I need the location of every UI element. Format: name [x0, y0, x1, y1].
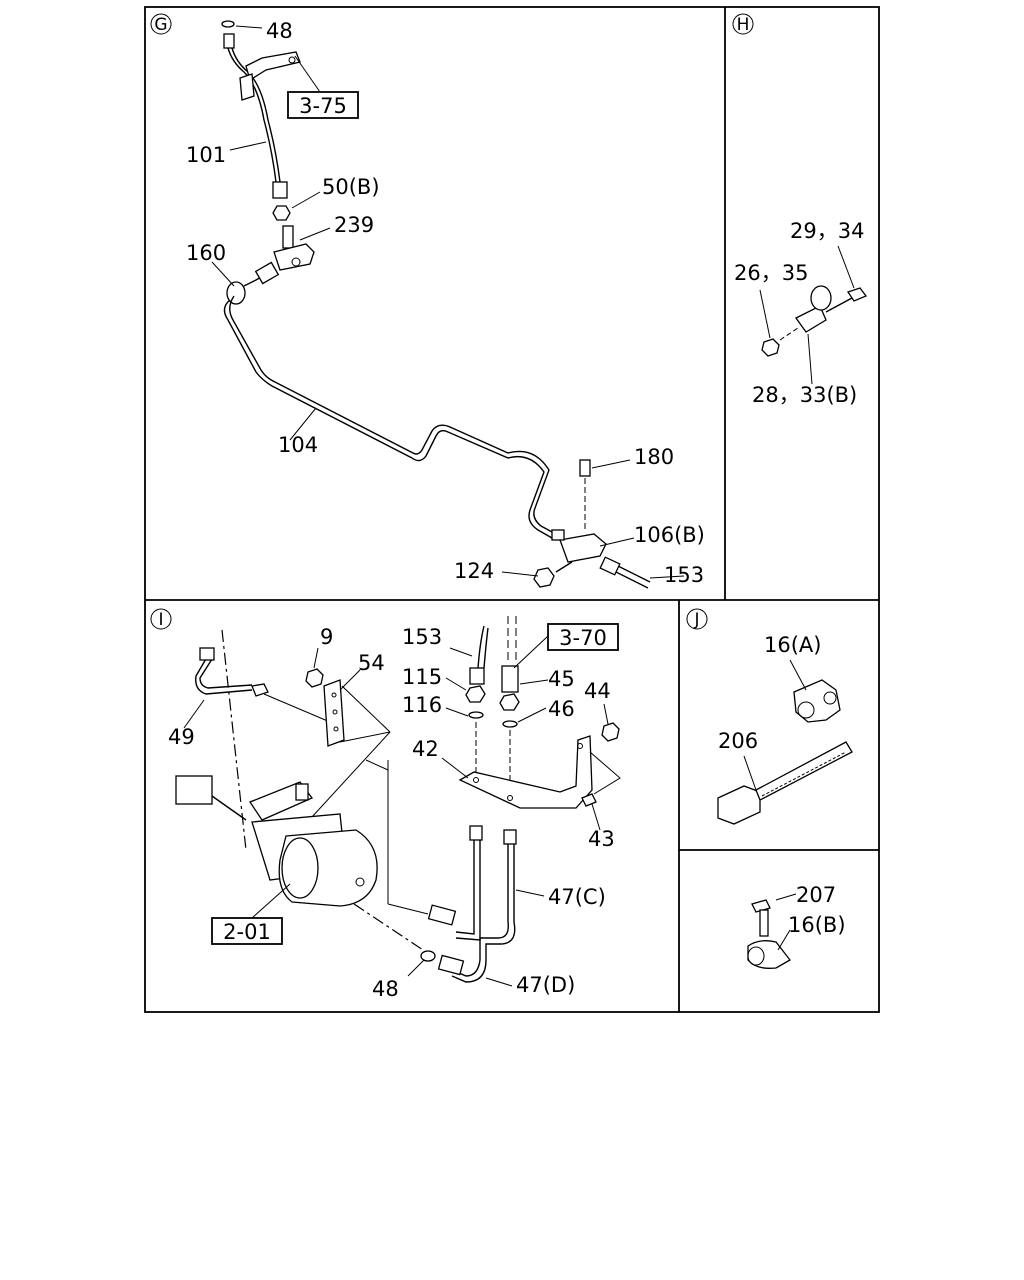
ref-box-2-01	[211, 917, 283, 945]
callout-160: 160	[186, 241, 226, 265]
callout-115: 115	[402, 665, 442, 689]
section-i-leaders	[183, 635, 609, 987]
callout-16b: 16(B)	[788, 913, 846, 937]
callout-54: 54	[358, 651, 385, 675]
callout-26-35: 26，35	[734, 261, 808, 285]
callout-239: 239	[334, 213, 374, 237]
nut-50b-part	[272, 205, 291, 221]
callout-153-i: 153	[402, 625, 442, 649]
nut-9-part	[305, 668, 324, 688]
callout-46: 46	[548, 697, 575, 721]
section-h-drawing	[759, 245, 868, 385]
callout-207: 207	[796, 883, 836, 907]
callout-47d: 47(D)	[516, 973, 575, 997]
callout-124: 124	[454, 559, 494, 583]
tee-106b-part	[559, 533, 607, 563]
clip-16b-part	[747, 940, 791, 969]
callout-9: 9	[320, 625, 333, 649]
ref-box-3-75	[287, 91, 359, 119]
ref-label-2-01: 2-01	[223, 920, 271, 944]
svg-text:G: G	[154, 15, 167, 35]
nut-26-35-part	[761, 338, 780, 357]
nut-124-part	[533, 567, 555, 588]
callout-42: 42	[412, 737, 439, 761]
union-45-part	[501, 665, 519, 693]
svg-text:H: H	[737, 15, 750, 35]
section-j-drawing	[717, 659, 853, 969]
clip-16a-part	[793, 679, 841, 723]
cable-tie-206-part	[717, 785, 761, 825]
washer-46-part	[502, 720, 518, 728]
bracket-42-part	[458, 735, 593, 809]
bolt-43-part	[581, 793, 597, 807]
callout-206: 206	[718, 729, 758, 753]
section-i-drawing	[175, 616, 621, 983]
section-marker-g: G	[150, 13, 172, 35]
section-g-drawing	[221, 20, 651, 589]
section-marker-h: H	[732, 13, 754, 35]
callout-101: 101	[186, 143, 226, 167]
callout-16a: 16(A)	[764, 633, 821, 657]
bolt-29-34-part	[846, 287, 868, 302]
washer-116-part	[468, 711, 484, 719]
callout-47c: 47(C)	[548, 885, 606, 909]
callout-116: 116	[402, 693, 442, 717]
washer-48-part	[221, 20, 235, 28]
svg-text:J: J	[693, 610, 699, 630]
callout-104: 104	[278, 433, 318, 457]
section-marker-i: I	[150, 608, 172, 630]
callout-153-g: 153	[664, 563, 704, 587]
hose-bracket-part	[245, 51, 301, 82]
bracket-54-part	[323, 679, 345, 747]
callout-43: 43	[588, 827, 615, 851]
svg-text:I: I	[158, 610, 163, 630]
callout-180: 180	[634, 445, 674, 469]
grommet-160-part	[226, 281, 246, 305]
union-239-part	[282, 225, 294, 249]
callout-48-top: 48	[266, 19, 293, 43]
diagram-frame	[144, 6, 880, 1013]
nut-44-part	[601, 722, 620, 742]
ref-label-3-70: 3-70	[559, 626, 607, 650]
ref-box-3-70	[547, 623, 619, 651]
callout-28-33b: 28，33(B)	[752, 383, 857, 407]
callout-48-bottom: 48	[372, 977, 399, 1001]
nut-115-part	[465, 685, 486, 703]
callout-106b: 106(B)	[634, 523, 705, 547]
washer-48-lower-part	[420, 950, 436, 962]
callout-50b: 50(B)	[322, 175, 380, 199]
callout-29-34: 29，34	[790, 219, 864, 243]
callout-44: 44	[584, 679, 611, 703]
bolt-207-part	[751, 899, 771, 913]
clip-28-33b-part	[795, 305, 827, 333]
bleeder-180-part	[579, 459, 591, 477]
ref-label-3-75: 3-75	[299, 94, 347, 118]
section-g-leaders	[211, 25, 685, 579]
callout-45: 45	[548, 667, 575, 691]
pushrod-clevis-part	[175, 775, 213, 805]
callout-49: 49	[168, 725, 195, 749]
section-marker-j: J	[686, 608, 708, 630]
